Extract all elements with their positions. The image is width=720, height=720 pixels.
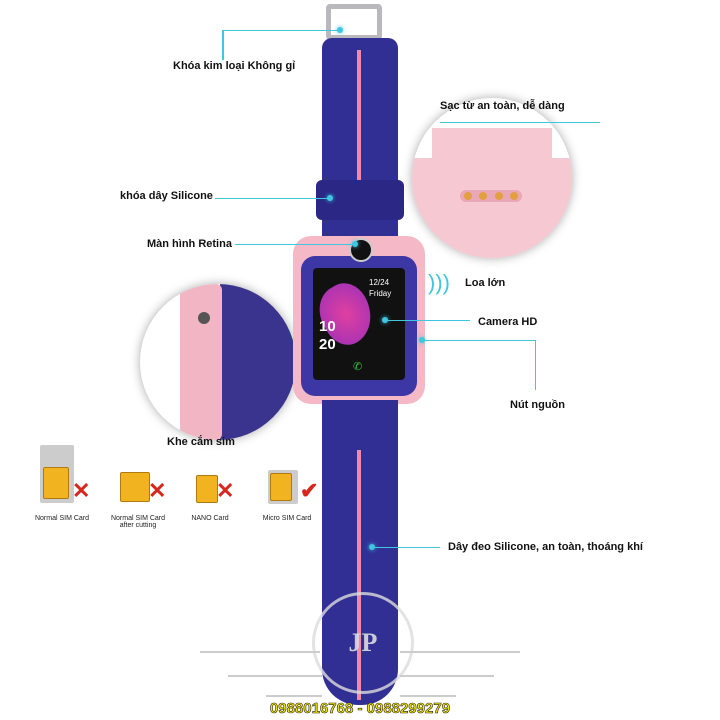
label-screen: Màn hình Retina [147,238,232,250]
charging-closeup [412,98,572,258]
label-speaker: Loa lớn [465,277,506,289]
screen-day: Friday [369,289,392,298]
screen-minute: 20 [319,336,336,353]
label-buckle: Khóa kim loại Không gỉ [173,60,296,72]
label-charging: Sạc từ an toàn, dễ dàng [440,100,565,112]
check-icon: ✔ [300,478,319,503]
contact-phone: 0988016768 - 0988299279 [269,700,451,718]
cross-icon: ✕ [216,478,235,503]
watch-screen: 12/24 Friday 10 20 ✆ [309,268,405,380]
label-power: Nút nguồn [510,399,565,411]
speaker-icon: ))) [428,270,450,295]
screen-hour: 10 [319,318,336,335]
label-strap: Dây đeo Silicone, an toàn, thoáng khí [448,541,643,553]
charging-pins [460,190,522,202]
phone-icon: ✆ [353,361,363,373]
cross-icon: ✕ [148,478,167,503]
sim-slot-closeup [140,284,296,440]
label-sim-slot: Khe cắm sim [167,436,235,448]
screen-date: 12/24 [369,278,390,287]
label-camera: Camera HD [478,316,538,328]
watch-body: 12/24 Friday 10 20 ✆ [293,236,425,404]
watermark-seal: JP [312,592,414,694]
label-keeper: khóa dây Silicone [120,190,213,202]
buckle [326,4,382,40]
cross-icon: ✕ [72,478,91,503]
